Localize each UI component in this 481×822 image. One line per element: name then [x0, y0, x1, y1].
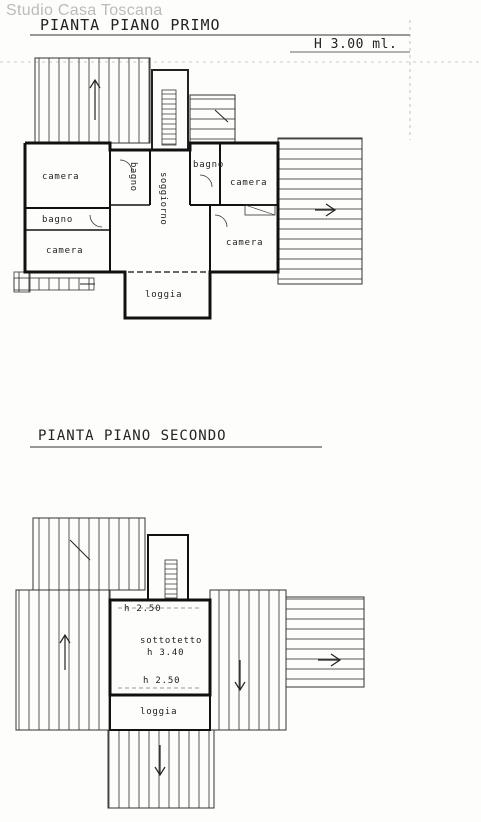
- height-label-center: h 3.40: [147, 648, 185, 658]
- room-label-soggiorno: soggiorno: [158, 172, 168, 226]
- second-floor-plan: [15, 446, 365, 809]
- first-floor-title: PIANTA PIANO PRIMO: [40, 16, 221, 34]
- room-label-camera-bottom-left: camera: [46, 246, 84, 256]
- room-label-bagno-vertical: bagno: [128, 162, 138, 192]
- room-label-bagno-top-right: bagno: [193, 160, 225, 170]
- room-label-camera-top-right: camera: [230, 178, 268, 188]
- room-label-camera-bottom-right: camera: [226, 238, 264, 248]
- room-label-loggia-first: loggia: [145, 290, 183, 300]
- room-label-loggia-second: loggia: [140, 707, 178, 717]
- room-label-camera-top-left: camera: [42, 172, 80, 182]
- second-floor-title: PIANTA PIANO SECONDO: [38, 428, 227, 444]
- height-label-top: h 2.50: [124, 604, 162, 614]
- room-label-sottotetto: sottotetto: [140, 636, 203, 646]
- height-label-bottom: h 2.50: [143, 676, 181, 686]
- first-floor-plan: [0, 20, 481, 320]
- room-label-bagno-left: bagno: [42, 215, 74, 225]
- first-floor-height: H 3.00 ml.: [314, 37, 398, 52]
- watermark: Studio Casa Toscana: [6, 2, 163, 19]
